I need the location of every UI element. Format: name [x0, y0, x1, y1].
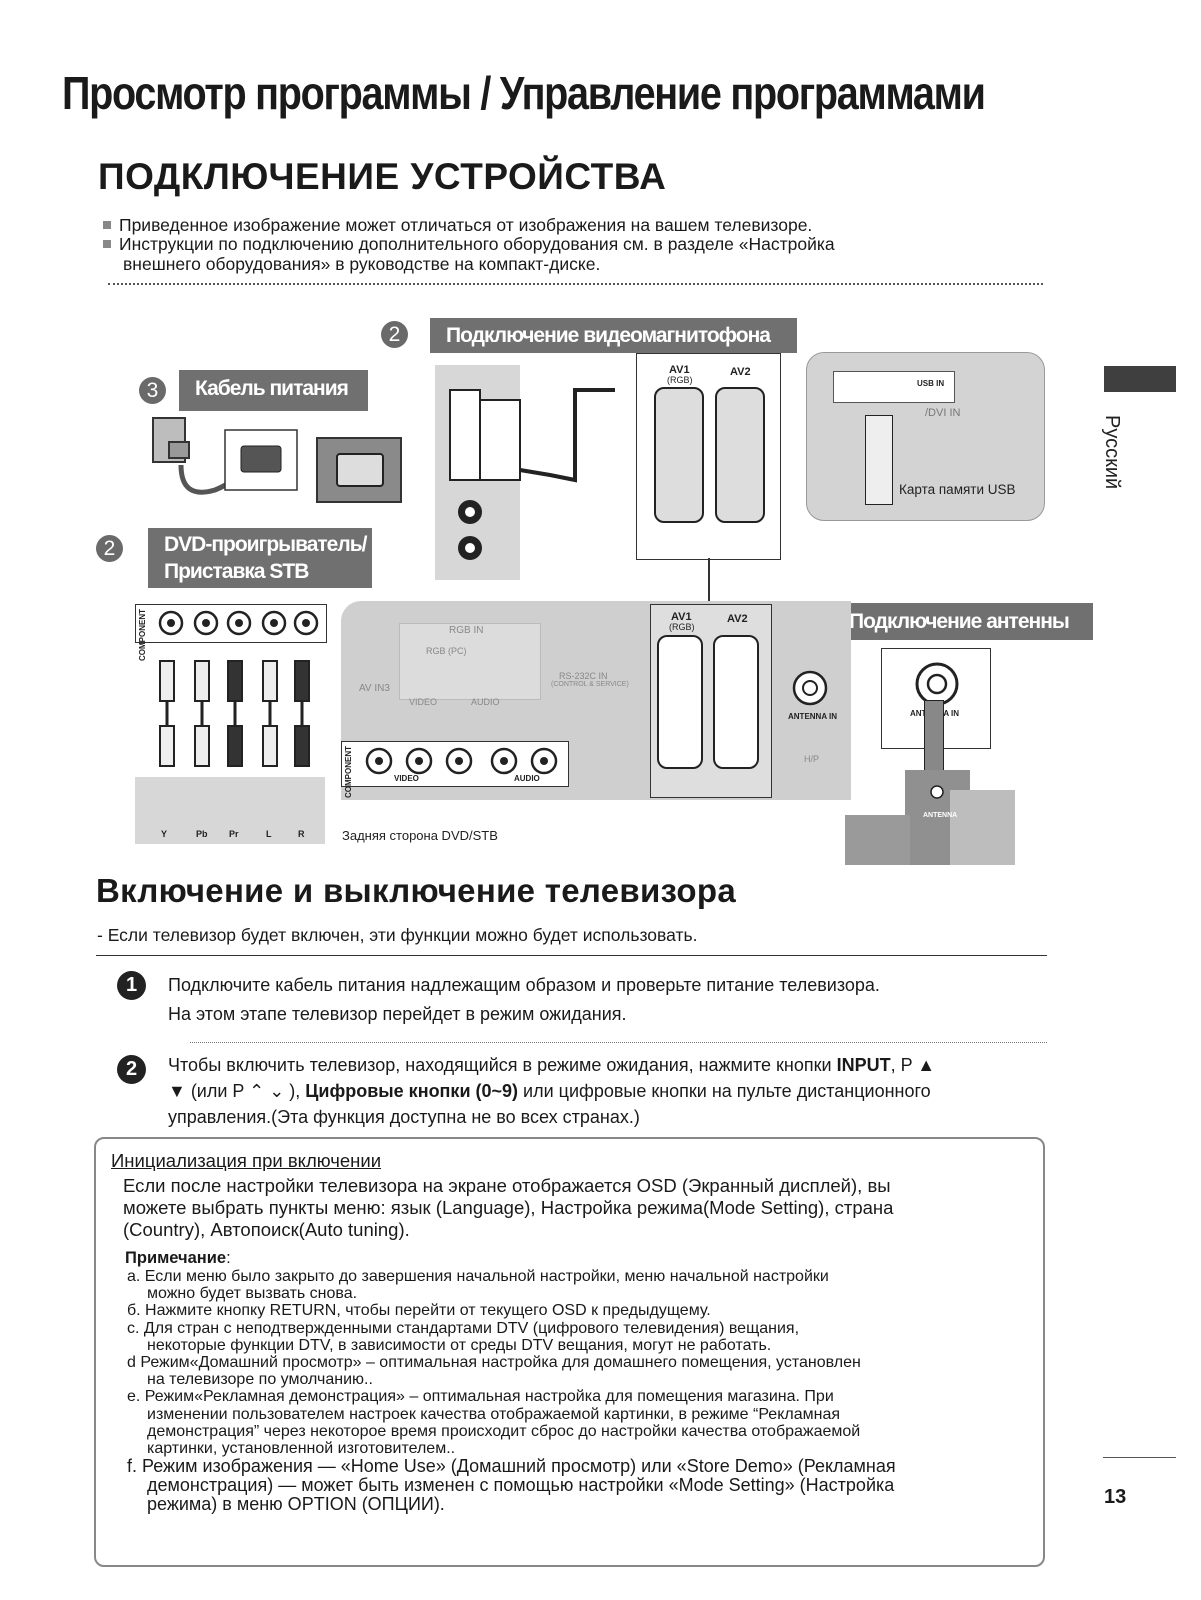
component-cables-illustration — [159, 660, 310, 767]
scart-connector-av2 — [715, 387, 765, 523]
antenna-plug — [924, 700, 944, 772]
step-number-1: 1 — [117, 971, 146, 1000]
usb-stick-icon — [865, 415, 893, 505]
step-circle-power: 3 — [139, 377, 166, 404]
note-item-cont: можно будет вызвать снова. — [147, 1285, 358, 1303]
comp-letter: Y — [161, 829, 168, 839]
note-item: б. Нажмите кнопку RETURN, чтобы перейти … — [127, 1302, 711, 1320]
dvd-component-jacks: COMPONENT — [135, 604, 327, 661]
note-item-cont: картинки, установленной изготовителем.. — [147, 1440, 456, 1458]
comp-letter: R — [298, 829, 305, 839]
comp-letter: Pb — [196, 829, 208, 839]
power-cable-illustration — [152, 417, 402, 503]
note-heading: Примечание: — [125, 1249, 231, 1267]
label-dvd-stb: DVD-проигрыватель/ Приставка STB — [148, 528, 372, 588]
step-2-line-1: Чтобы включить телевизор, находящийся в … — [168, 1055, 936, 1075]
bullet-item: Приведенное изображение может отличаться… — [103, 216, 812, 235]
label-vcr-connection: Подключение видеомагнитофона — [430, 318, 797, 353]
bullet-item: Инструкции по подключению дополнительног… — [103, 235, 835, 254]
note-item-cont: демонстрация” через некоторое время прои… — [147, 1422, 861, 1440]
step-dotted-divider — [190, 1042, 1047, 1043]
bullet-continuation: внешнего оборудования» в руководстве на … — [123, 254, 601, 274]
tv-component-input: COMPONENT VIDEO AUDIO — [341, 741, 569, 798]
step-circle-vcr: 2 — [381, 321, 408, 348]
connector-line — [708, 558, 710, 606]
note-item: c. Для стран с неподтвержденными стандар… — [127, 1319, 800, 1337]
note-item: f. Режим изображения — «Home Use» (Домаш… — [127, 1456, 896, 1477]
note-item: d Режим«Домашний просмотр» – оптимальная… — [127, 1354, 861, 1372]
notes-list: a. Если меню было закрыто до завершения … — [127, 1268, 1022, 1514]
note-item: e. Режим«Рекламная демонстрация» – оптим… — [127, 1388, 834, 1406]
usb-panel: USB IN /DVI IN Карта памяти USB — [806, 352, 1045, 521]
dvd-back-caption: Задняя сторона DVD/STB — [342, 828, 498, 843]
comp-letter: Pr — [229, 829, 239, 839]
scart-connector-av1 — [654, 387, 704, 523]
section-heading-connection: ПОДКЛЮЧЕНИЕ УСТРОЙСТВА — [98, 156, 667, 197]
dvd-back-bottom-panel: Y Pb Pr L R — [135, 777, 325, 844]
tv-rear-panel: RGB IN RGB (PC) RS-232C IN (CONTROL & SE… — [341, 601, 851, 800]
antenna-jack-icon — [792, 670, 828, 706]
section-divider — [96, 955, 1047, 956]
page-number: 13 — [1104, 1486, 1127, 1508]
language-tab — [1104, 366, 1176, 392]
tv-scart-panel-top: AV1 (RGB) AV2 — [636, 353, 781, 560]
side-language-label: Русский — [1101, 415, 1123, 490]
tv-scart-panel-bottom: AV1 (RGB) AV2 — [650, 604, 772, 798]
init-box-paragraph: Если после настройки телевизора на экран… — [123, 1175, 894, 1240]
note-item-cont: изменении пользователем настроек качеств… — [147, 1405, 841, 1423]
step-circle-dvd: 2 — [96, 535, 123, 562]
init-box-title: Инициализация при включении — [111, 1150, 382, 1171]
building-antenna-illustration — [845, 770, 1015, 865]
note-item-cont: некоторые функции DTV, в зависимости от … — [147, 1336, 772, 1354]
step-1-line-1: Подключите кабель питания надлежащим обр… — [168, 975, 880, 995]
step-1-line-2: На этом этапе телевизор перейдет в режим… — [168, 1004, 627, 1024]
bullet-square-icon — [103, 240, 111, 248]
step-2-line-2: ▼ (или P ⌃ ⌄ ), Цифровые кнопки (0~9) ил… — [168, 1081, 931, 1101]
note-item-cont: режима) в меню OPTION (ОПЦИИ). — [147, 1494, 445, 1515]
init-info-box — [94, 1137, 1045, 1567]
scart-cable-illustration — [449, 388, 615, 560]
comp-letter: L — [266, 829, 272, 839]
note-item-cont: демонстрация) — может быть изменен с пом… — [147, 1475, 895, 1496]
dotted-divider — [108, 283, 1043, 285]
page-title: Просмотр программы / Управление программ… — [62, 67, 986, 119]
note-item-cont: на телевизоре по умолчанию.. — [147, 1371, 373, 1389]
step-2-line-3: управления.(Эта функция доступна не во в… — [168, 1107, 640, 1127]
note-item: a. Если меню было закрыто до завершения … — [127, 1268, 829, 1285]
step-number-2: 2 — [117, 1055, 146, 1084]
bullet-square-icon — [103, 221, 111, 229]
label-power-cable: Кабель питания — [179, 370, 368, 411]
page-number-rule — [1103, 1457, 1176, 1458]
section-intro: - Если телевизор будет включен, эти функ… — [97, 925, 698, 945]
label-antenna-connection: Подключение антенны — [833, 603, 1093, 640]
section-heading-power: Включение и выключение телевизора — [96, 872, 736, 909]
